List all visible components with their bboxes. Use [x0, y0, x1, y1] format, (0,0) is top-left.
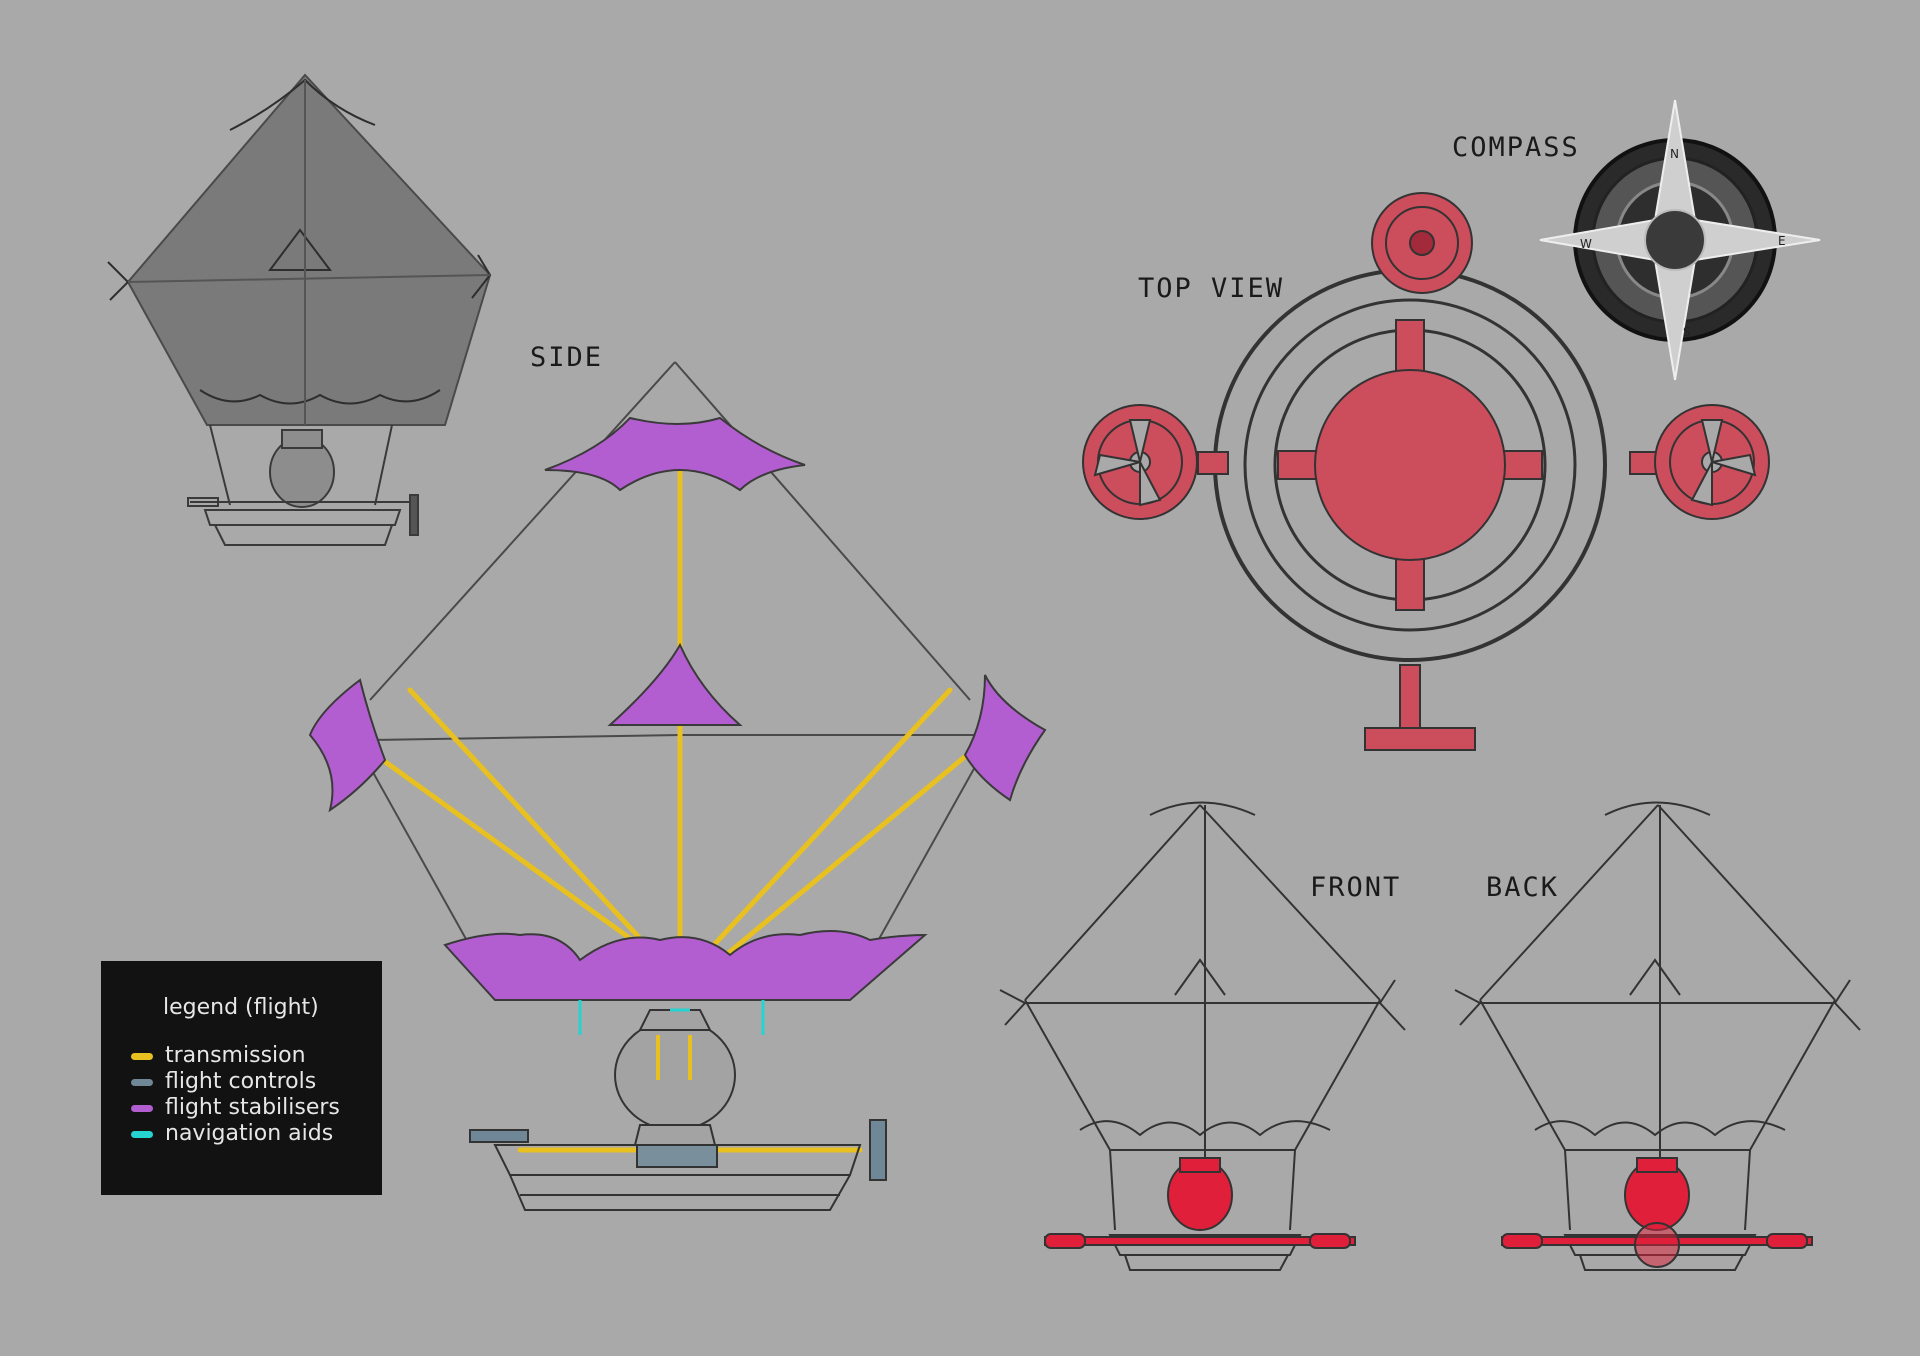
legend-item-flight-stabilisers: flight stabilisers — [131, 1096, 340, 1120]
legend-item-transmission: transmission — [131, 1044, 306, 1068]
legend-item-label: navigation aids — [165, 1121, 334, 1146]
compass-e-label: E — [1778, 234, 1786, 248]
front-view-red-parts — [1044, 1157, 1356, 1249]
navigation-aids-swatch — [131, 1130, 153, 1138]
transmission-swatch — [131, 1052, 153, 1060]
top-rudder — [1371, 192, 1473, 294]
compass-s-label: S — [1683, 325, 1691, 339]
front-label: FRONT — [1310, 872, 1402, 903]
back-view-red-parts — [1501, 1157, 1813, 1268]
compass-diagram: N E S W — [1539, 99, 1821, 381]
compass-n-label: N — [1670, 147, 1679, 161]
front-view-airship — [999, 801, 1406, 1271]
side-view-airship — [308, 361, 1047, 1211]
back-label: BACK — [1486, 872, 1560, 903]
legend-item-label: flight stabilisers — [165, 1095, 340, 1120]
legend-item-label: transmission — [165, 1043, 306, 1068]
flight-controls-swatch — [131, 1078, 153, 1086]
top-view-label: TOP VIEW — [1138, 273, 1285, 304]
left-propeller — [1082, 404, 1198, 520]
compass-w-label: W — [1580, 237, 1592, 251]
legend-item-navigation-aids: navigation aids — [131, 1122, 333, 1146]
legend-title: legend (flight) — [163, 995, 319, 1020]
compass-label: COMPASS — [1452, 132, 1580, 163]
flight-stabilisers-swatch — [131, 1104, 153, 1112]
right-propeller — [1654, 404, 1770, 520]
side-label: SIDE — [530, 342, 604, 373]
small-airship-sketch — [107, 73, 492, 546]
legend-item-label: flight controls — [165, 1069, 317, 1094]
legend-panel: legend (flight) transmission flight cont… — [101, 961, 382, 1195]
legend-item-flight-controls: flight controls — [131, 1070, 316, 1094]
top-view-diagram — [1082, 192, 1770, 751]
